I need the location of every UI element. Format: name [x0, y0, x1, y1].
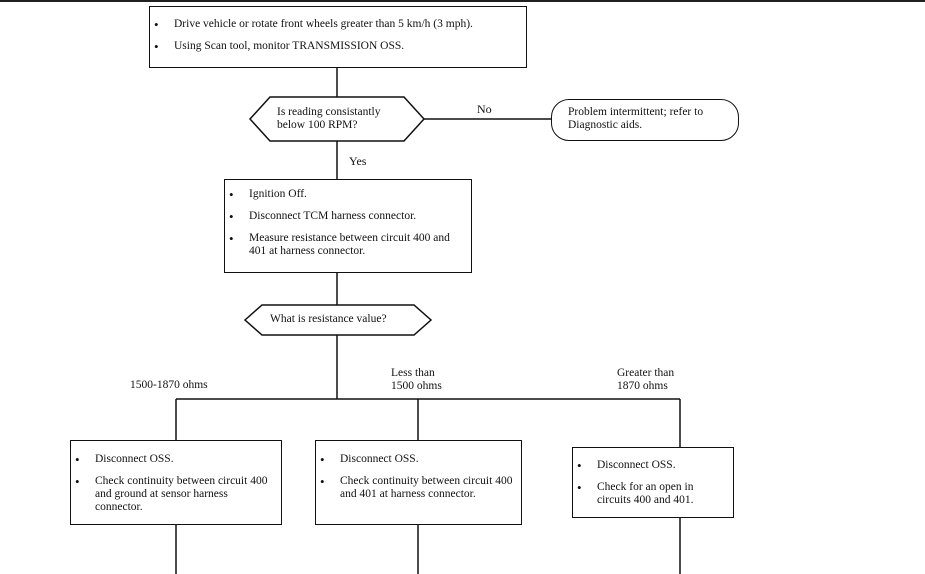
branch1-label: 1500-1870 ohms [130, 379, 208, 391]
top-rule [0, 0, 925, 2]
step2-item: Measure resistance between circuit 400 a… [225, 232, 463, 258]
decision2-shape [243, 304, 433, 336]
step2-item: Disconnect TCM harness connector. [225, 210, 463, 223]
step2-item: Ignition Off. [225, 188, 463, 201]
step2-box: Ignition Off. Disconnect TCM harness con… [224, 179, 472, 273]
decision2-text: What is resistance value? [270, 313, 387, 325]
branch1-box: Disconnect OSS. Check continuity between… [70, 440, 282, 525]
branch2-item: Check continuity between circuit 400 and… [316, 475, 515, 501]
branch3-box: Disconnect OSS. Check for an open in cir… [572, 447, 734, 518]
branch2-label: Less than 1500 ohms [391, 367, 442, 392]
terminal-intermittent: Problem intermittent; refer to Diagnosti… [551, 99, 739, 141]
no-label: No [477, 102, 492, 116]
step1-item: Drive vehicle or rotate front wheels gre… [150, 18, 516, 31]
branch3-label: Greater than 1870 ohms [617, 367, 675, 392]
decision1-text: Is reading consistantly below 100 RPM? [277, 106, 381, 131]
step1-box: Drive vehicle or rotate front wheels gre… [149, 6, 527, 68]
branch1-item: Check continuity between circuit 400 and… [71, 475, 275, 514]
step1-item: Using Scan tool, monitor TRANSMISSION OS… [150, 40, 516, 53]
decision1-shape [248, 96, 426, 142]
branch2-item: Disconnect OSS. [316, 453, 515, 466]
branch3-item: Disconnect OSS. [573, 459, 727, 472]
branch1-item: Disconnect OSS. [71, 453, 275, 466]
branch2-box: Disconnect OSS. Check continuity between… [315, 440, 522, 525]
branch3-item: Check for an open in circuits 400 and 40… [573, 481, 727, 507]
yes-label: Yes [349, 154, 367, 168]
